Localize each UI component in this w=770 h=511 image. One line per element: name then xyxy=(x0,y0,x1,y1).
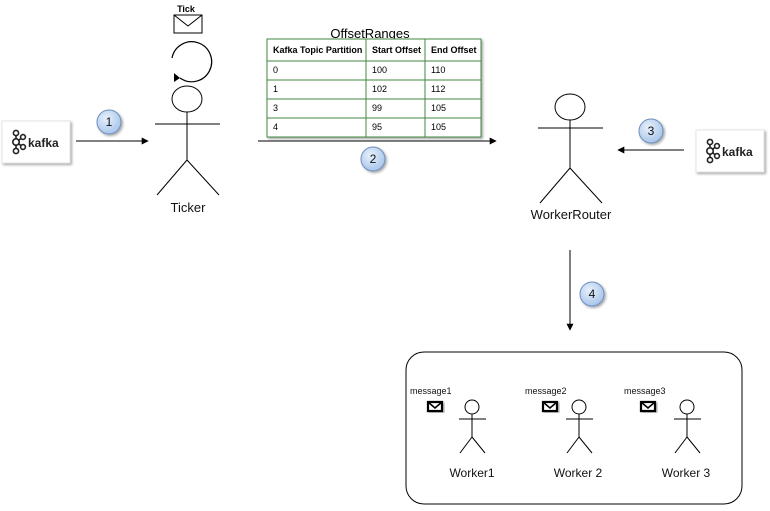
router-figure xyxy=(538,93,603,204)
table-cell: 102 xyxy=(372,84,387,94)
step-number: 2 xyxy=(370,152,377,166)
step-badge-2: 2 xyxy=(360,146,386,172)
worker-1: message1 Worker1 xyxy=(410,386,495,480)
table-cell: 110 xyxy=(431,65,445,75)
table-cell: 99 xyxy=(372,103,382,113)
worker-label: Worker 2 xyxy=(554,466,603,480)
step-badge-3: 3 xyxy=(638,118,664,144)
worker-router-actor: WorkerRouter xyxy=(531,93,612,222)
table-cell: 105 xyxy=(431,103,446,113)
kafka-label-right: kafka xyxy=(722,145,753,159)
worker-2: message2 Worker 2 xyxy=(525,386,603,480)
message-envelope-icon xyxy=(541,400,559,413)
step-badge-1: 1 xyxy=(96,109,122,135)
message-envelope-icon xyxy=(639,400,657,413)
workers-container: message1 Worker1 message2 xyxy=(405,351,743,505)
table-cell: 0 xyxy=(273,65,278,75)
worker-label: Worker 3 xyxy=(662,466,711,480)
step-number: 3 xyxy=(648,124,655,138)
kafka-logo-icon xyxy=(11,129,27,155)
table-cell: 105 xyxy=(431,122,446,132)
ticker-figure xyxy=(155,85,220,196)
message-envelope-icon xyxy=(426,400,444,413)
table-cell: 1 xyxy=(273,84,278,94)
table-cell: 95 xyxy=(372,122,382,132)
table-title: OffsetRanges xyxy=(330,26,410,41)
tick-label: Tick xyxy=(177,4,196,14)
tick-envelope-icon xyxy=(173,14,203,34)
table-header-partition: Kafka Topic Partition xyxy=(273,45,362,55)
step-number: 4 xyxy=(589,287,596,301)
table-header-end: End Offset xyxy=(431,45,477,55)
step-number: 1 xyxy=(106,115,113,129)
ticker-label: Ticker xyxy=(171,200,207,215)
loop-arrow-icon xyxy=(171,41,213,83)
table-cell: 3 xyxy=(273,103,278,113)
kafka-source-left: kafka xyxy=(1,120,71,164)
worker-label: Worker1 xyxy=(449,466,494,480)
message-label: message3 xyxy=(624,386,666,396)
message-label: message1 xyxy=(410,386,452,396)
worker-3: message3 Worker 3 xyxy=(624,386,711,480)
table-cell: 112 xyxy=(431,84,445,94)
worker-figure xyxy=(459,399,486,454)
worker-figure xyxy=(566,399,593,454)
message-label: message2 xyxy=(525,386,567,396)
router-label: WorkerRouter xyxy=(531,207,612,222)
ticker-actor: Tick Ticker xyxy=(155,4,220,215)
kafka-logo-icon xyxy=(705,138,721,164)
worker-figure xyxy=(674,399,701,454)
table-cell: 100 xyxy=(372,65,387,75)
offset-ranges-table: OffsetRanges Kafka Topic Partition Start… xyxy=(266,26,482,138)
table-header-start: Start Offset xyxy=(372,45,421,55)
step-badge-4: 4 xyxy=(579,281,605,307)
kafka-label-left: kafka xyxy=(28,136,59,150)
table-cell: 4 xyxy=(273,122,278,132)
kafka-source-right: kafka xyxy=(695,129,765,173)
